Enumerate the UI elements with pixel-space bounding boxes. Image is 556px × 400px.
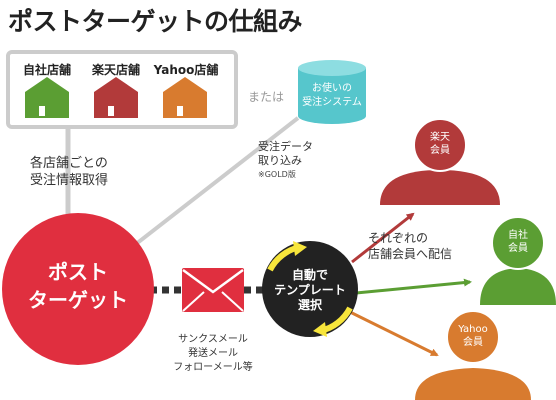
- house-icon-own-store: [25, 77, 69, 118]
- auto-select-line2: テンプレート: [274, 283, 346, 297]
- store-label-own: 自社店舗: [22, 63, 71, 77]
- mail-type-shipping: 発送メール: [188, 348, 238, 359]
- order-import-line1: 受注データ: [258, 140, 313, 153]
- post-target-line2: ターゲット: [28, 288, 128, 312]
- arrow-to-yahoo-member: [349, 310, 439, 357]
- order-import-note: ※GOLD版: [258, 170, 296, 179]
- post-target-line1: ポスト: [48, 260, 108, 284]
- member-yahoo-line2: 会員: [463, 337, 483, 348]
- member-yahoo-label: Yahoo 会員: [447, 323, 499, 349]
- or-text: または: [248, 90, 285, 104]
- database-icon: [298, 60, 366, 124]
- house-icon-yahoo-store: [163, 77, 207, 118]
- envelope-icon: [182, 268, 244, 312]
- auto-select-label: 自動で テンプレート 選択: [266, 268, 354, 313]
- mail-types-label: サンクスメール 発送メール フォローメール等: [158, 333, 268, 375]
- member-rakuten-label: 楽天 会員: [414, 131, 466, 157]
- member-own-line2: 会員: [508, 243, 528, 254]
- member-rakuten-line1: 楽天: [430, 132, 450, 143]
- deliver-line1: それぞれの: [368, 231, 429, 245]
- member-own-icon: [480, 216, 556, 305]
- mail-type-thanks: サンクスメール: [178, 334, 248, 345]
- post-target-circle: [2, 213, 154, 365]
- arrow-to-rakuten-member: [351, 212, 415, 264]
- store-info-line1: 各店舗ごとの: [30, 156, 108, 171]
- member-yahoo-line1: Yahoo: [458, 324, 488, 335]
- page-title: ポストターゲットの仕組み: [8, 7, 303, 36]
- store-info-line2: 受注情報取得: [30, 173, 109, 188]
- mail-type-follow: フォローメール等: [173, 362, 253, 373]
- store-label-yahoo: Yahoo店舗: [153, 63, 219, 77]
- arrow-to-own-member: [355, 278, 472, 295]
- member-own-line1: 自社: [508, 230, 528, 241]
- auto-select-line1: 自動で: [291, 268, 328, 282]
- order-system-line2: 受注システム: [302, 97, 362, 108]
- member-rakuten-line2: 会員: [430, 145, 450, 156]
- member-own-label: 自社 会員: [492, 229, 544, 255]
- order-system-label: お使いの 受注システム: [300, 82, 364, 110]
- house-icon-rakuten-store: [94, 77, 138, 118]
- auto-select-line3: 選択: [297, 298, 322, 312]
- auto-select-circle: [262, 241, 358, 337]
- deliver-label: それぞれの 店舗会員へ配信: [368, 230, 452, 262]
- store-info-label: 各店舗ごとの 受注情報取得: [30, 155, 108, 189]
- post-target-label: ポスト ターゲット: [2, 258, 154, 314]
- store-label-rakuten: 楽天店舗: [91, 63, 140, 77]
- member-rakuten-icon: [380, 118, 500, 205]
- member-yahoo-icon: [415, 310, 531, 400]
- order-import-label: 受注データ 取り込み ※GOLD版: [258, 140, 313, 182]
- order-system-line1: お使いの: [312, 83, 352, 94]
- deliver-line2: 店舗会員へ配信: [368, 247, 453, 261]
- order-system-connector-line: [116, 116, 300, 260]
- order-import-line2: 取り込み: [258, 154, 302, 167]
